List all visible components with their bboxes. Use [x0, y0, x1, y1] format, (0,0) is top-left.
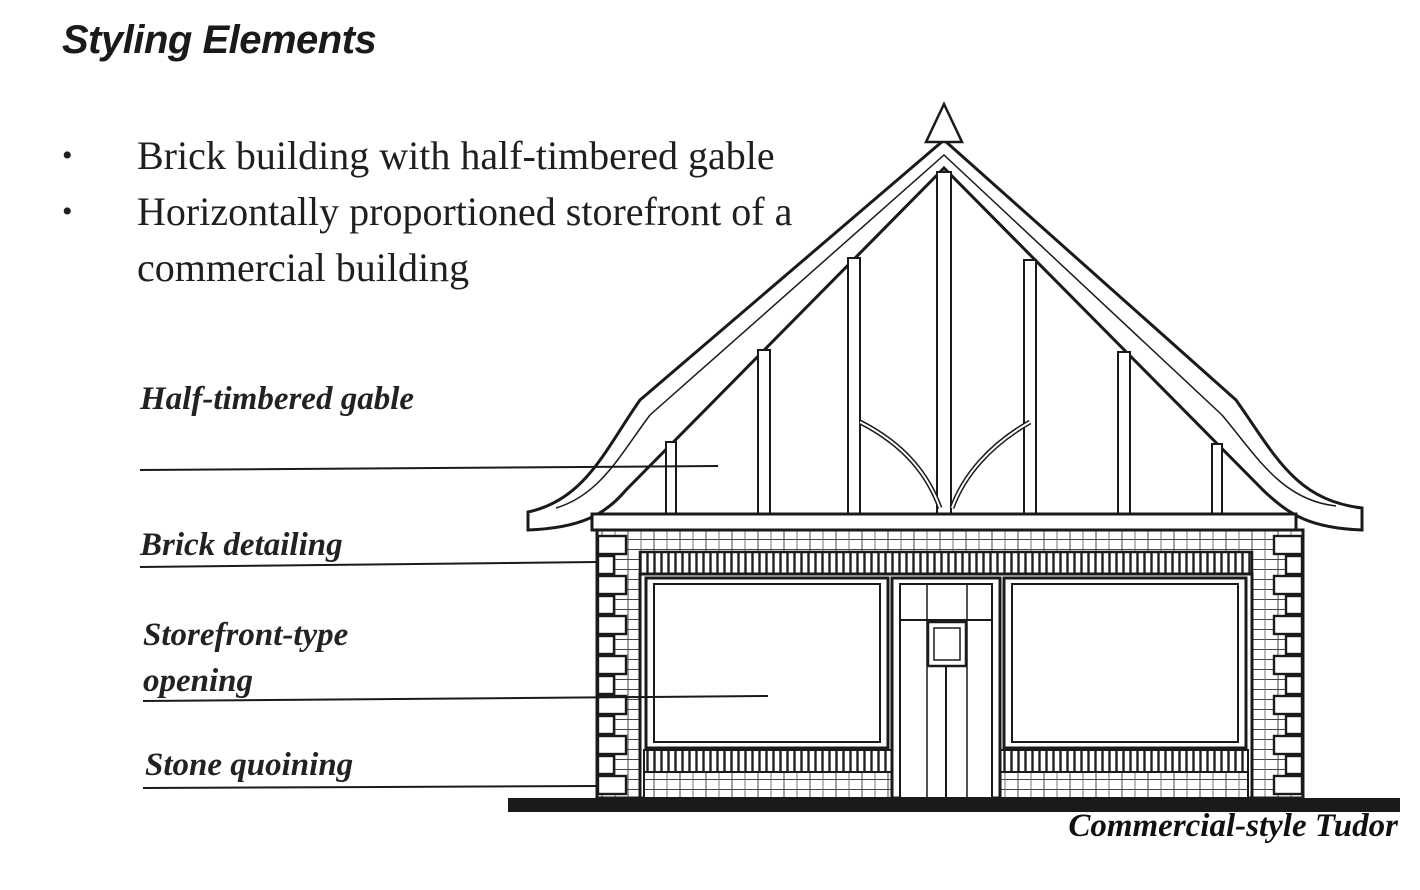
bullet-list: • Brick building with half-timbered gabl… [62, 128, 882, 296]
stone-quoining [596, 534, 1304, 796]
bullet-item: • Horizontally proportioned storefront o… [62, 184, 882, 296]
bullet-dot-icon: • [62, 195, 73, 228]
callout-leader-lines [139, 465, 769, 789]
leader-line-brick-detailing [139, 561, 597, 568]
eave-beam [590, 512, 1298, 532]
bullet-text: Horizontally proportioned storefront of … [137, 189, 793, 290]
half-timbering [665, 171, 1223, 515]
storefront-window-right [1002, 576, 1248, 750]
page-title: Styling Elements [62, 18, 377, 62]
leader-line-gable [139, 465, 719, 471]
bullet-dot-icon: • [62, 139, 73, 172]
ground-line [508, 798, 1400, 812]
label-half-timbered-gable: Half-timbered gable [140, 381, 415, 417]
label-stone-quoining: Stone quoining [145, 747, 354, 783]
leader-line-storefront [142, 695, 769, 702]
gable-finial [924, 101, 964, 144]
figure-caption: Commercial-style Tudor [1068, 808, 1398, 844]
label-brick-detailing: Brick detailing [140, 527, 343, 563]
bullet-item: • Brick building with half-timbered gabl… [62, 128, 882, 184]
bullet-text: Brick building with half-timbered gable [137, 133, 775, 178]
gable-roof [526, 101, 1364, 532]
entry-door [890, 576, 1002, 800]
label-storefront-opening: Storefront-type opening [143, 617, 349, 699]
sill-brick-band-right [999, 749, 1249, 773]
sill-brick-band-left [643, 749, 893, 773]
storefront-window-left [644, 576, 890, 750]
leader-line-quoining [142, 785, 599, 789]
brick-detailing-band [638, 550, 1254, 576]
